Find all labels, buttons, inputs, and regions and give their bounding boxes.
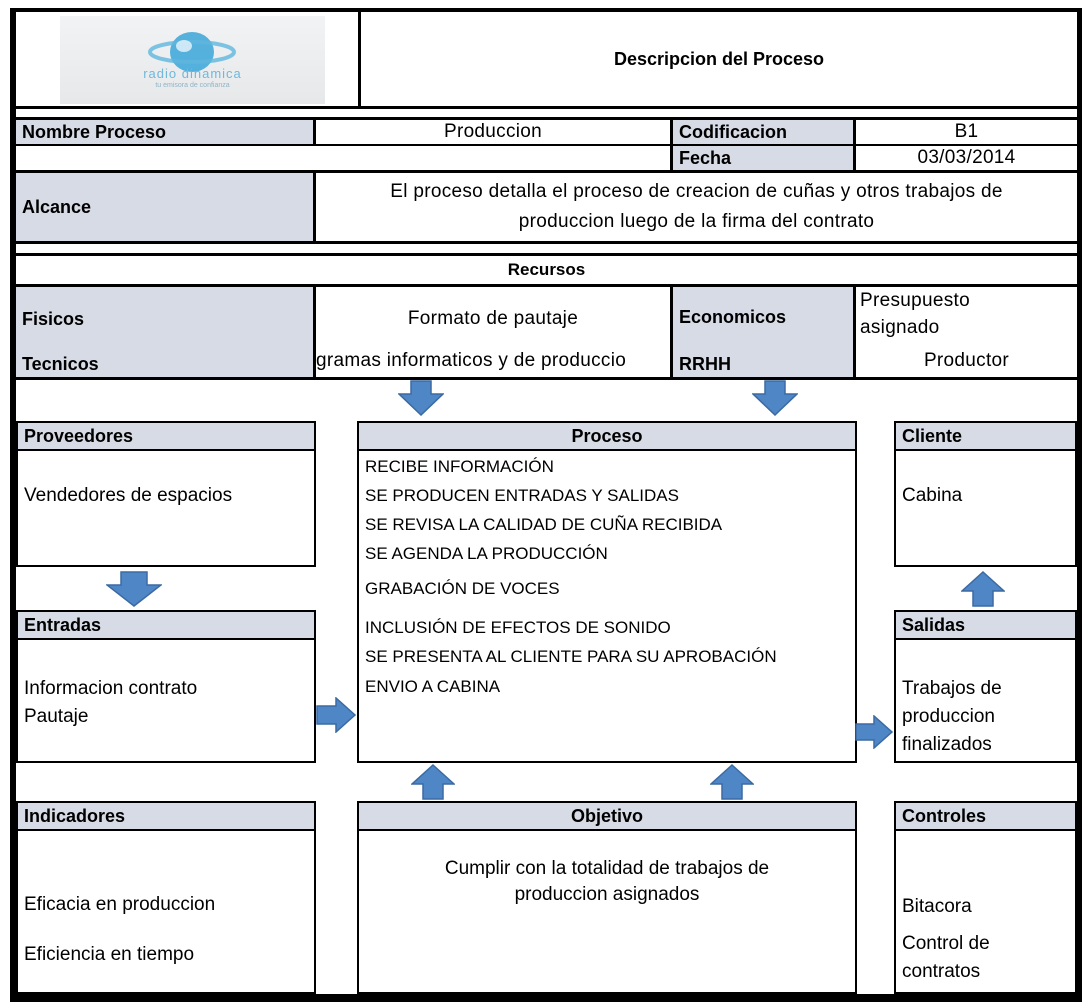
proveedores-value: Vendedores de espacios xyxy=(24,485,233,506)
entradas-title: Entradas xyxy=(18,612,314,640)
cliente-title: Cliente xyxy=(896,423,1075,451)
tecnicos-label: Tecnicos xyxy=(22,354,99,374)
recursos-labels-2: Economicos RRHH xyxy=(673,287,853,377)
proceso-title: Proceso xyxy=(359,423,855,451)
salidas-title: Salidas xyxy=(896,612,1075,640)
fecha-value: 03/03/2014 xyxy=(856,146,1077,170)
proceso-step: GRABACIÓN DE VOCES xyxy=(365,579,560,598)
indicadores-title: Indicadores xyxy=(18,803,314,831)
proceso-step: ENVIO A CABINA xyxy=(365,677,501,696)
recursos-values: Formato de pautaje gramas informaticos y… xyxy=(316,287,670,377)
controles-line-3: contratos xyxy=(902,961,981,982)
arrow-up-icon xyxy=(411,764,455,800)
alcance-line-1: El proceso detalla el proceso de creacio… xyxy=(390,181,1003,202)
economicos-line-2: asignado xyxy=(860,317,940,338)
proceso-step: SE REVISA LA CALIDAD DE CUÑA RECIBIDA xyxy=(365,515,723,534)
entradas-line-1: Informacion contrato xyxy=(24,678,198,699)
fisicos-value: Formato de pautaje xyxy=(407,308,579,329)
proceso-box: Proceso RECIBE INFORMACIÓN SE PRODUCEN E… xyxy=(357,421,857,763)
objetivo-line-2: produccion asignados xyxy=(514,884,700,905)
nombre-proceso-value: Produccion xyxy=(316,120,670,144)
objetivo-line-1: Cumplir con la totalidad de trabajos de xyxy=(444,858,770,879)
objetivo-box: Objetivo Cumplir con la totalidad de tra… xyxy=(357,801,857,994)
proceso-step: RECIBE INFORMACIÓN xyxy=(365,457,554,476)
alcance-label: Alcance xyxy=(16,173,313,241)
salidas-line-2: produccion xyxy=(902,706,995,727)
arrow-down-icon xyxy=(106,571,162,607)
alcance-value: El proceso detalla el proceso de creacio… xyxy=(316,173,1077,241)
spacer-row xyxy=(16,244,1077,253)
arrow-right-icon xyxy=(855,715,893,749)
proceso-step: SE PRESENTA AL CLIENTE PARA SU APROBACIÓ… xyxy=(365,647,777,666)
empty-cell xyxy=(16,146,670,170)
spacer-row xyxy=(16,109,1077,117)
fecha-label: Fecha xyxy=(673,146,853,170)
controles-title: Controles xyxy=(896,803,1075,831)
controles-box: Controles Bitacora Control de contratos xyxy=(894,801,1077,994)
fisicos-label: Fisicos xyxy=(22,309,85,329)
controles-line-2: Control de xyxy=(902,933,990,954)
codificacion-value: B1 xyxy=(856,120,1077,144)
recursos-values-2: Presupuesto asignado Productor xyxy=(856,287,1077,377)
proceso-step: SE AGENDA LA PRODUCCIÓN xyxy=(365,544,608,563)
cliente-box: Cliente Cabina xyxy=(894,421,1077,567)
indicadores-line-1: Eficacia en produccion xyxy=(24,894,216,915)
arrow-up-icon xyxy=(710,764,754,800)
salidas-line-1: Trabajos de xyxy=(902,678,1002,699)
rrhh-label: RRHH xyxy=(679,354,731,374)
logo-subtext: tu emisora de confianza xyxy=(155,82,230,89)
rrhh-value: Productor xyxy=(923,350,1010,371)
arrow-down-icon xyxy=(398,380,444,416)
arrow-right-icon xyxy=(316,697,356,733)
logo-cell: radio dinamica tu emisora de confianza xyxy=(16,12,358,106)
recursos-title: Recursos xyxy=(16,256,1077,284)
arrow-up-icon xyxy=(961,571,1005,607)
economicos-label: Economicos xyxy=(679,307,787,327)
arrow-down-icon xyxy=(752,380,798,416)
salidas-line-3: finalizados xyxy=(902,734,992,755)
proveedores-title: Proveedores xyxy=(18,423,314,451)
entradas-line-2: Pautaje xyxy=(24,706,89,727)
proceso-step: SE PRODUCEN ENTRADAS Y SALIDAS xyxy=(365,486,679,505)
proceso-step: INCLUSIÓN DE EFECTOS DE SONIDO xyxy=(365,618,671,637)
controles-line-1: Bitacora xyxy=(902,896,972,917)
objetivo-title: Objetivo xyxy=(359,803,855,831)
recursos-labels: Fisicos Tecnicos xyxy=(16,287,313,377)
nombre-proceso-label: Nombre Proceso xyxy=(16,120,313,144)
alcance-line-2: produccion luego de la firma del contrat… xyxy=(518,211,875,232)
proveedores-box: Proveedores Vendedores de espacios xyxy=(16,421,316,567)
logo-text: radio dinamica xyxy=(143,66,242,81)
logo-graphic xyxy=(148,32,236,72)
indicadores-box: Indicadores Eficacia en produccion Efici… xyxy=(16,801,316,994)
cliente-value: Cabina xyxy=(902,485,963,506)
entradas-box: Entradas Informacion contrato Pautaje xyxy=(16,610,316,763)
page-title: Descripcion del Proceso xyxy=(361,12,1077,106)
tecnicos-value: gramas informaticos y de produccio xyxy=(316,350,627,371)
indicadores-line-2: Eficiencia en tiempo xyxy=(24,944,195,965)
codificacion-label: Codificacion xyxy=(673,120,853,144)
salidas-box: Salidas Trabajos de produccion finalizad… xyxy=(894,610,1077,763)
economicos-line-1: Presupuesto xyxy=(860,290,970,311)
company-logo: radio dinamica tu emisora de confianza xyxy=(60,16,325,104)
